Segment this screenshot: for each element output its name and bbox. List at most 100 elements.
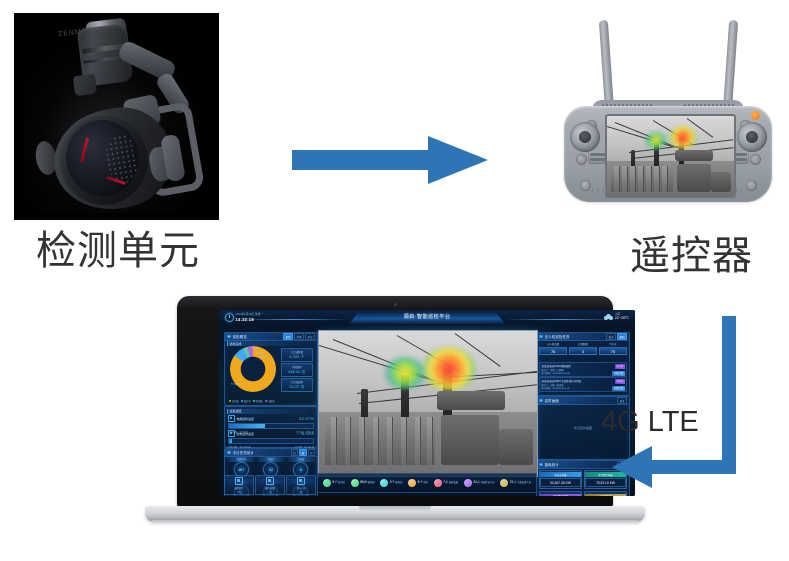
status-label: 当班运维人员 — [517, 482, 532, 485]
radiator-fin — [638, 166, 644, 192]
joystick-left[interactable] — [570, 122, 600, 152]
radiator-fin — [345, 417, 351, 465]
panel-uav-tasks: 无人机巡检任务 更多 刷新 无人机总量 76 在线数量 3 — [536, 332, 630, 396]
progress-fill — [229, 439, 233, 443]
progress-percent: 42.97% — [299, 416, 314, 421]
laptop-lid: 源启·智能巡检平台 2023年6月26日 星期一 14:32:18 小雨 22~… — [177, 296, 635, 508]
weather-temperature: 22~28℃ — [614, 316, 629, 321]
task-stat-cell[interactable]: 全部任务 487 — [227, 457, 256, 478]
laptop-screen[interactable]: 源启·智能巡检平台 2023年6月26日 星期一 14:32:18 小雨 22~… — [219, 310, 635, 496]
tile-label: 巡检架次 — [234, 487, 244, 490]
remote-controller-label: 遥控器 — [630, 233, 753, 279]
equipment-block — [499, 429, 533, 465]
stat-value: 6,283 个 — [289, 354, 305, 359]
more-link[interactable]: 更多 — [617, 397, 627, 404]
duty-staff-icon — [500, 479, 509, 487]
controller-screen[interactable] — [605, 114, 736, 198]
tile-label: 参与人员 — [296, 487, 306, 490]
task-stat-caption: 全部任务 — [227, 457, 256, 462]
inspection-dashboard: 源启·智能巡检平台 2023年6月26日 星期一 14:32:18 小雨 22~… — [219, 310, 635, 496]
tile-label: 图片/视频 — [265, 487, 275, 490]
radiator-fin — [359, 417, 365, 465]
stat-chip-new: 新增巡检 986.62 次 — [281, 363, 313, 377]
stat-chip-completed: 已完成数量 6,283 个 — [281, 348, 313, 362]
status-item[interactable]: 86条 输电线 — [350, 479, 375, 487]
radiator-fin — [427, 417, 433, 465]
status-item[interactable]: 24人 在线作业人员 — [463, 479, 495, 487]
panel-title: 巡检概览 — [232, 335, 247, 339]
tile-media[interactable]: 图片/视频 0 — [255, 475, 285, 495]
thermal-scene-laptop — [319, 331, 537, 476]
tile-sorties[interactable]: 巡检架次 15 — [224, 475, 254, 495]
detection-unit-label: 检测单元 — [36, 228, 200, 274]
button-mid-right[interactable] — [750, 154, 761, 165]
equipment-block — [711, 172, 731, 192]
detection-unit-photo: ZENMUSE — [14, 13, 219, 220]
energy-card-yearly: 本年累计电量 925,35.59 KW — [539, 491, 582, 496]
energy-card-saved: 节约用电量 0 KW — [584, 491, 627, 496]
antenna-left — [598, 19, 615, 113]
button-bottom-left[interactable] — [580, 180, 591, 191]
energy-label: 本日总电量 — [540, 472, 581, 477]
progress-name: 电网巡检进度 — [236, 416, 254, 421]
panel-title: 无人机巡检任务 — [544, 335, 570, 339]
status-label: 巡检设备 — [448, 482, 459, 485]
tab-month[interactable]: 本月 — [283, 333, 294, 340]
button-mid-left[interactable] — [576, 154, 587, 165]
radiator-fin — [654, 166, 660, 192]
tab-quarter[interactable]: 本季 — [294, 333, 305, 340]
task-stat-cell[interactable]: 待执行 32 — [256, 457, 286, 478]
view-detail-button[interactable]: 查看详情 — [612, 385, 625, 391]
transformer-tank — [611, 166, 673, 192]
antenna-right — [722, 19, 739, 113]
uav-task-row[interactable]: 某某变电站110kV线路巡检 执行人：李明（工程师） 执行时间：2023-06-… — [539, 362, 627, 377]
status-item[interactable]: 6个 塔杆 — [408, 479, 428, 487]
stat-value: 76 — [539, 346, 568, 356]
radiator-fin — [387, 417, 393, 465]
equipment-block — [677, 164, 711, 192]
status-item[interactable]: 5个 变电站 — [322, 479, 345, 487]
link-label-4g-lte: 4G LTE — [601, 406, 699, 438]
refresh-button[interactable]: 刷新 — [617, 333, 627, 340]
equipment-block — [441, 415, 499, 465]
tile-value: 15 — [237, 489, 241, 494]
dpad-left[interactable] — [588, 150, 610, 164]
vent-right — [684, 104, 736, 107]
status-item[interactable]: 21人 当班运维人员 — [500, 479, 531, 487]
uav-task-row[interactable]: 某某变电站220kV主变区域红外测温 执行人：王强（技术员） 执行时间：2023… — [539, 377, 627, 392]
bushing — [654, 142, 659, 168]
sortie-icon — [234, 477, 243, 486]
energy-value: 52,667.35 KW — [540, 478, 581, 487]
tab-day[interactable]: 日 — [290, 449, 299, 456]
energy-card-monthly: 本月累计电量 78,921.8 KW — [584, 470, 627, 490]
tab-month[interactable]: 月 — [307, 449, 315, 456]
panel-header: 无人机巡检任务 更多 刷新 — [537, 333, 629, 341]
legend-item: 进行中 — [240, 399, 251, 403]
task-title: 某某变电站220kV主变区域红外测温 — [541, 380, 582, 384]
substation-icon — [228, 430, 235, 437]
tile-value: 0 — [300, 489, 302, 494]
cylinder-tank — [437, 391, 505, 410]
tab-year[interactable]: 本年 — [305, 333, 315, 340]
thermal-scene-rc — [607, 116, 734, 196]
button-bottom-right[interactable] — [746, 180, 757, 191]
progress-bar — [228, 438, 314, 444]
radiator-fin — [331, 417, 337, 465]
weather-condition: 小雨 — [614, 313, 621, 316]
view-detail-button[interactable]: 查看详情 — [612, 370, 625, 376]
status-bar: 5个 变电站 86条 输电线 9个 — [317, 473, 537, 493]
status-item[interactable]: 9个 配电房 — [380, 479, 402, 487]
vent-left — [602, 104, 654, 107]
distribution-room-icon — [380, 479, 389, 487]
tab-week[interactable]: 周 — [299, 449, 307, 456]
transmission-line-icon — [350, 479, 359, 487]
weather-widget: 小雨 22~28℃ — [603, 313, 629, 321]
tile-personnel[interactable]: 参与人员 0 — [286, 475, 316, 495]
task-operator: 执行人：李明（工程师） — [541, 370, 566, 372]
joystick-right[interactable] — [737, 122, 767, 152]
video-feed-panel[interactable] — [318, 330, 538, 477]
radiator-fin — [614, 166, 620, 192]
more-link[interactable]: 更多 — [606, 333, 617, 340]
status-item[interactable]: 7台 巡检设备 — [433, 479, 459, 487]
progress-item-grid: 电网巡检进度 42.97% 计划总数：8,732 条 已完成：3,752 条 — [228, 415, 314, 434]
